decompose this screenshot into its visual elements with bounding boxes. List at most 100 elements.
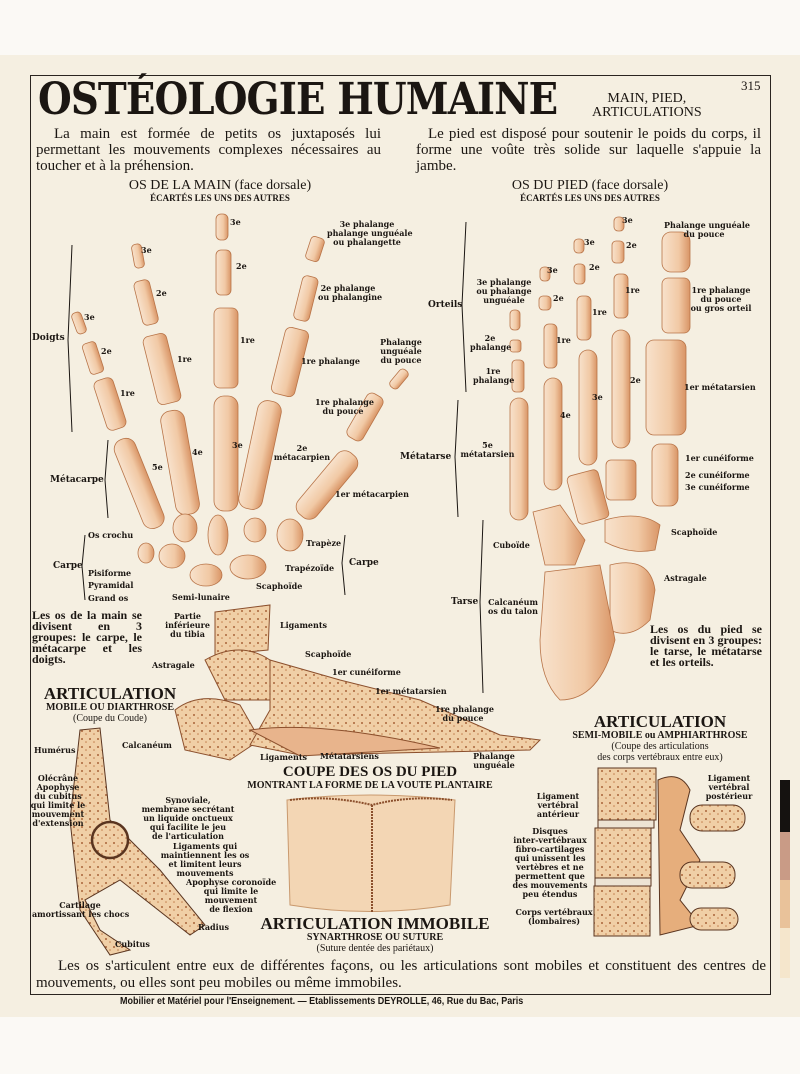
label-line: membrane secrétant [141, 804, 235, 814]
label-line: Calcanéum [488, 597, 538, 607]
label-line: (lombaires) [527, 916, 581, 926]
bone-label: Semi-lunaire [172, 592, 230, 602]
bone-label: Astragale [664, 573, 707, 583]
label-line: phalange [470, 342, 512, 352]
label-line: du pouce [322, 406, 364, 416]
label-line: amortissant les chocs [32, 909, 130, 919]
plate-number: 315 [741, 78, 761, 93]
bone-label: 1re [120, 388, 135, 398]
label-line: qui limite le [203, 886, 259, 896]
label-line: 2e phalange [320, 283, 376, 293]
section-label: Scaphoïde [305, 649, 352, 659]
bone-label: 2e [156, 288, 167, 298]
color-calibration-black [780, 780, 790, 832]
bone-label: 3e [141, 245, 152, 255]
bone-label: 3e [622, 215, 633, 225]
color-calibration-tan [780, 880, 790, 928]
label-line: 3e phalange [476, 277, 532, 287]
label-line: Ligament [707, 773, 751, 783]
bone-label: Pisiforme [88, 568, 132, 578]
section-label: 1er cunéiforme [332, 667, 401, 677]
label-line: unguéale [473, 760, 515, 770]
label-line: Ligament [536, 791, 580, 801]
bone-label: 3e [84, 312, 95, 322]
label-line: Phalange [473, 751, 515, 761]
label-line: 3e phalange [339, 219, 395, 229]
suture-caption: (Suture dentée des pariétaux) [316, 943, 434, 954]
vertebrae-title-text: ARTICULATION [593, 712, 727, 731]
label-line: 2e [296, 443, 308, 453]
label-line: métacarpien [273, 452, 331, 462]
hand-subheading: ÉCARTÉS LES UNS DES AUTRES [150, 193, 290, 203]
label-line: un liquide onctueux [143, 813, 233, 823]
suture-subtitle: SYNARTHROSE OU SUTURE [306, 932, 444, 943]
label-line: phalange [473, 375, 515, 385]
foot-section-subtitle: MONTRANT LA FORME DE LA VOUTE PLANTAIRE [247, 780, 493, 791]
brackets [67, 221, 484, 694]
bone-label: 2e [626, 240, 637, 250]
label-line: qui facilite le jeu [149, 822, 227, 832]
bone-label: 1er métacarpien [335, 489, 409, 499]
label-line: Partie [173, 611, 202, 621]
label-line: Olécrâne [37, 773, 79, 783]
bone-label: 2e [553, 293, 564, 303]
elbow-subtitle: MOBILE OU DIARTHROSE [45, 702, 174, 713]
label-line: 1re phalange [315, 397, 374, 407]
group-label-carpe: Carpe [53, 561, 83, 571]
bone-label: 2e [101, 346, 112, 356]
bone-label: 5e [152, 462, 163, 472]
bone-label: Trapèze [306, 538, 342, 548]
section-label: Ligaments [260, 752, 308, 762]
bone-label: 3e [584, 237, 595, 247]
bone-label: 1re [177, 354, 192, 364]
label-line: unguéale [483, 295, 525, 305]
label-line: postérieur [705, 791, 753, 801]
label-line: Phalange unguéale [664, 220, 750, 230]
vertebrae-caption: (Coupe des articulations [611, 741, 709, 752]
vertebrae-subtitle: SEMI-MOBILE ou AMPHIARTHROSE [572, 730, 748, 741]
label-line: 5e [482, 440, 493, 450]
foot-subheading: ÉCARTÉS LES UNS DES AUTRES [520, 193, 660, 203]
group-label-doigts: Doigts [32, 333, 65, 343]
bone-label: 3e [592, 392, 603, 402]
label-line: du pouce [442, 713, 484, 723]
label-line: vertèbres et ne [516, 862, 584, 872]
bone-label: 2e [630, 375, 641, 385]
hand-heading: OS DE LA MAIN (face dorsale)ÉCARTÉS LES … [70, 178, 370, 203]
bone-label: 1re [240, 335, 255, 345]
label-line: mouvements [176, 868, 234, 878]
label-line: Corps vertébraux [515, 907, 593, 917]
foot-heading-text: OS DU PIED (face dorsale) [511, 178, 669, 193]
color-calibration-light [780, 928, 790, 978]
label-line: du pouce [683, 229, 725, 239]
label-line: peu étendus [522, 889, 578, 899]
conclusion-text: Les os s'articulent entre eux de différe… [36, 958, 766, 991]
section-label: Astragale [152, 660, 195, 670]
elbow-label: Radius [198, 922, 229, 932]
bone-label: 3e [232, 440, 243, 450]
subtitle-line: MAIN, PIED, [607, 91, 687, 106]
bone-label: 4e [192, 447, 203, 457]
label-line: Apophyse coronoïde [186, 877, 277, 887]
group-label-metatarse: Métatarse [400, 452, 452, 462]
bone-label: 1er cunéiforme [685, 453, 754, 463]
bone-label: 3e [230, 217, 241, 227]
label-line: permettent que [515, 871, 585, 881]
bone-label: Scaphoïde [671, 527, 718, 537]
label-line: Disques [532, 826, 568, 836]
foot-intro: Le pied est disposé pour soutenir le poi… [416, 126, 761, 174]
hand-bones [71, 213, 409, 587]
elbow-title-text: ARTICULATION [43, 684, 177, 703]
label-line: antérieur [536, 809, 580, 819]
label-line: 1re phalange [691, 285, 751, 295]
bone-label: Cuboïde [493, 540, 530, 550]
